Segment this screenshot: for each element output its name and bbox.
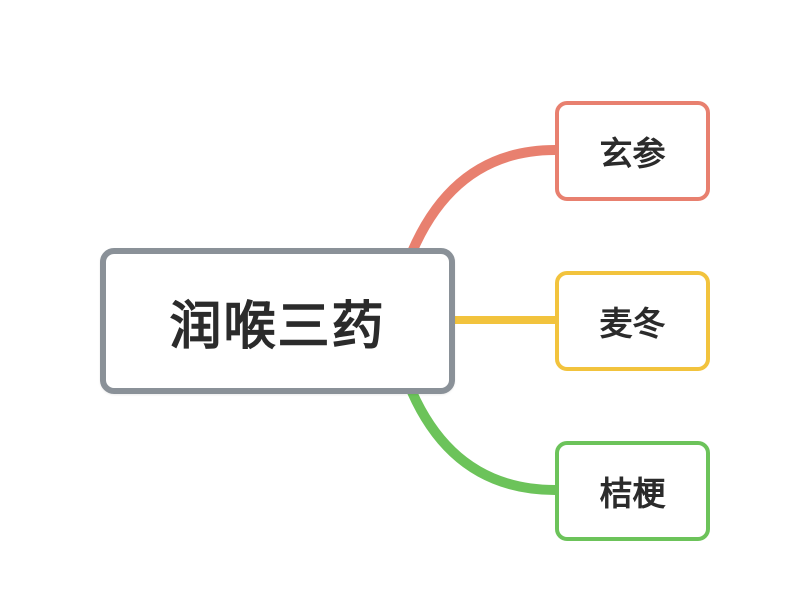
branch-node-maidong: 麦冬 [555, 271, 710, 371]
branch-label: 桔梗 [599, 474, 666, 513]
root-label: 润喉三药 [169, 296, 386, 357]
branch-label: 麦冬 [599, 304, 666, 343]
connector-bottom [407, 387, 560, 495]
branch-node-xuanshen: 玄参 [555, 101, 710, 201]
root-node: 润喉三药 [100, 248, 455, 394]
connector-top [407, 145, 560, 257]
branch-node-jiegeng: 桔梗 [555, 441, 710, 541]
branch-label: 玄参 [599, 134, 666, 173]
